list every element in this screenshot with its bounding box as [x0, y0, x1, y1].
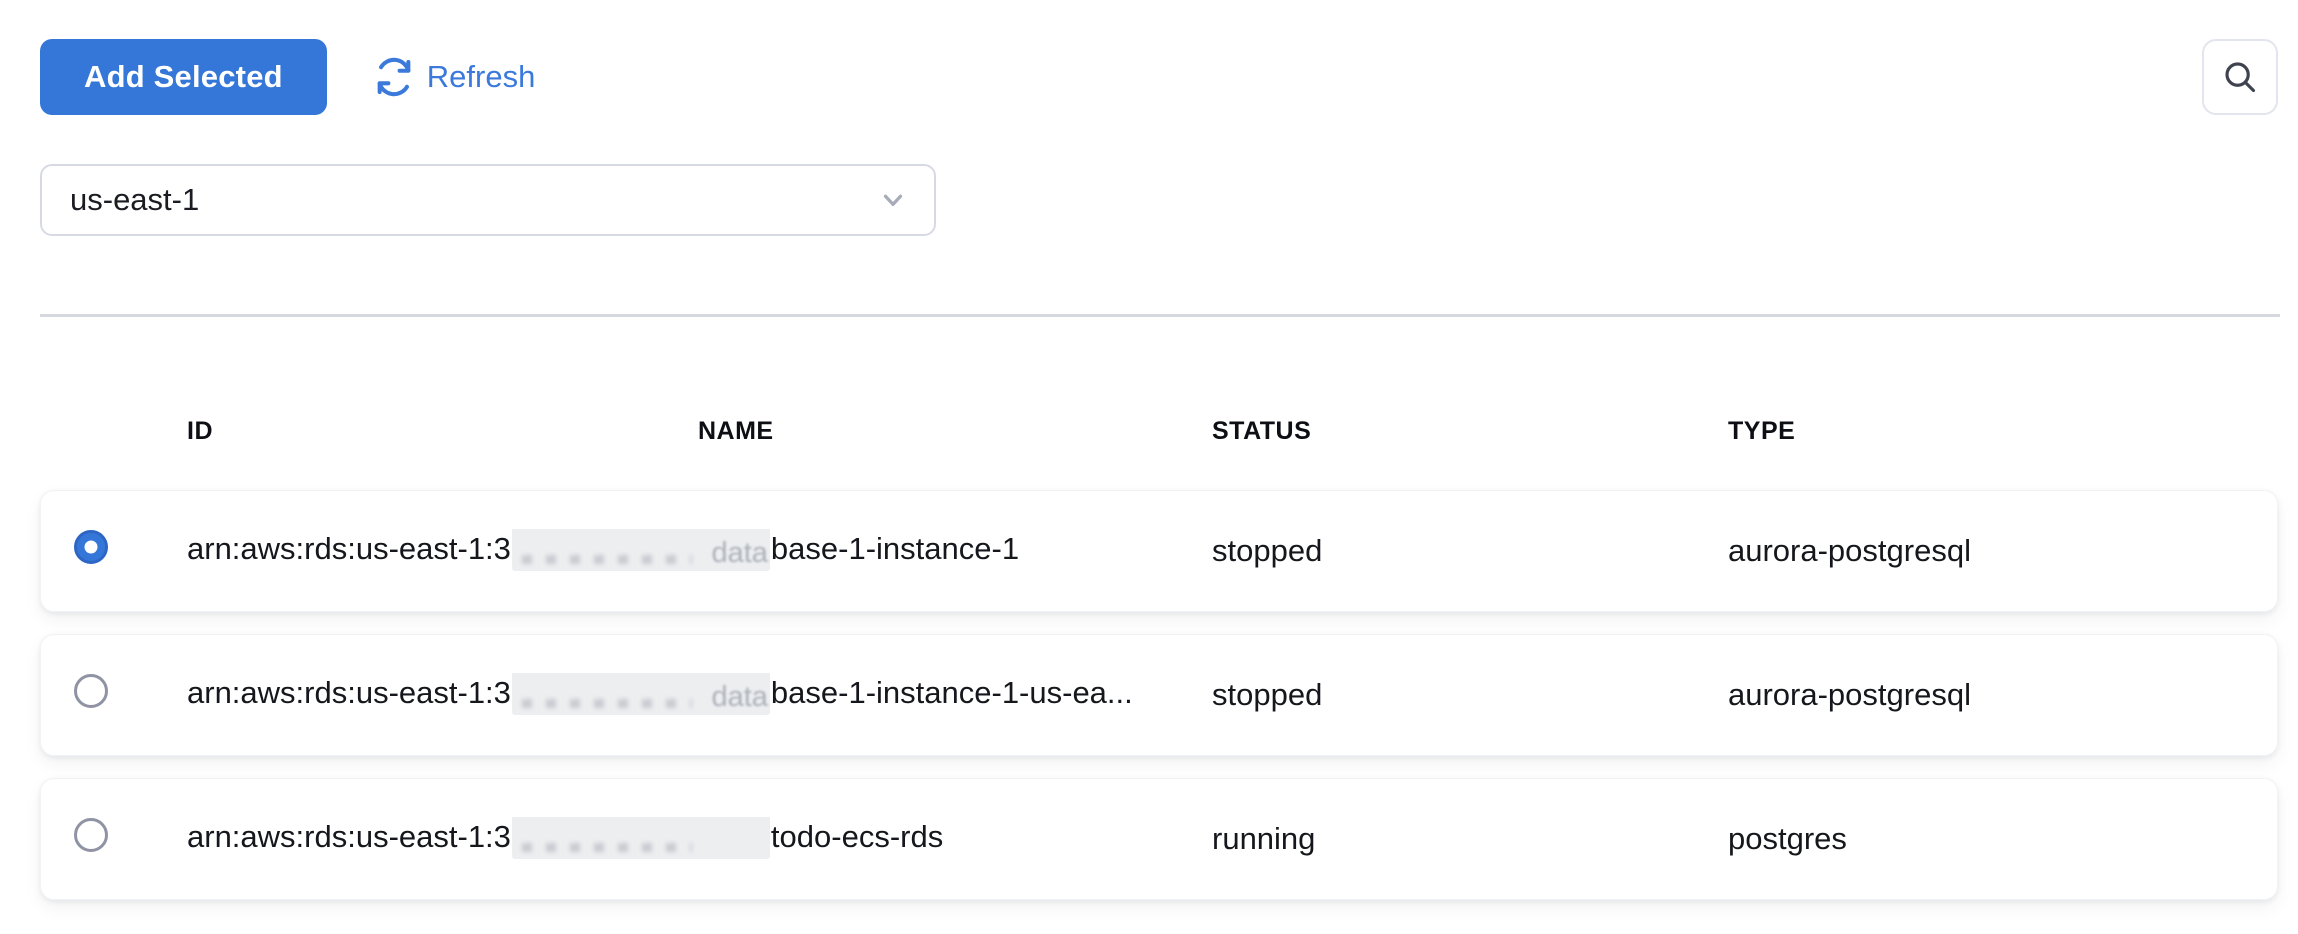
header-id: ID [187, 416, 213, 445]
row-status: stopped [1212, 677, 1323, 712]
redaction-hint: data [711, 537, 768, 569]
id-suffix: base-1-instance-1-us-ea... [770, 675, 1133, 711]
toolbar: Add Selected Refresh [40, 39, 2278, 115]
search-button[interactable] [2202, 39, 2278, 115]
redaction-overlay: data [511, 529, 770, 571]
table-header-row: ID NAME STATUS TYPE [40, 413, 2278, 449]
row-type: postgres [1728, 821, 1847, 856]
table-row[interactable]: arn:aws:rds:us-east-1:3 todo-ecs-rds runn… [40, 778, 2278, 900]
radio-cell [41, 674, 187, 716]
refresh-label: Refresh [426, 59, 536, 94]
id-prefix: arn:aws:rds:us-east-1:3 [187, 819, 511, 855]
row-radio[interactable] [74, 530, 108, 564]
row-type: aurora-postgresql [1728, 533, 1971, 568]
refresh-icon [377, 57, 411, 97]
chevron-down-icon [883, 194, 903, 206]
divider [40, 314, 2280, 317]
id-prefix: arn:aws:rds:us-east-1:3 [187, 531, 511, 567]
radio-cell [41, 818, 187, 860]
row-radio[interactable] [74, 818, 108, 852]
row-status: running [1212, 821, 1316, 856]
header-name: NAME [698, 416, 774, 445]
radio-cell [41, 530, 187, 572]
redaction-overlay: data [511, 673, 770, 715]
id-suffix: base-1-instance-1 [770, 531, 1020, 567]
row-id: arn:aws:rds:us-east-1:3 todo-ecs-rds [187, 817, 1212, 861]
refresh-button[interactable]: Refresh [373, 56, 536, 98]
redaction-hint: data [711, 681, 768, 713]
row-type: aurora-postgresql [1728, 677, 1971, 712]
id-prefix: arn:aws:rds:us-east-1:3 [187, 675, 511, 711]
region-select[interactable]: us-east-1 [40, 164, 936, 236]
header-type: TYPE [1728, 416, 1796, 445]
region-select-value: us-east-1 [70, 182, 200, 217]
add-selected-button[interactable]: Add Selected [40, 39, 327, 115]
row-status: stopped [1212, 533, 1323, 568]
id-suffix: todo-ecs-rds [770, 819, 944, 855]
search-icon [2225, 62, 2256, 93]
header-status: STATUS [1212, 416, 1312, 445]
row-radio[interactable] [74, 674, 108, 708]
redaction-overlay [511, 817, 770, 859]
